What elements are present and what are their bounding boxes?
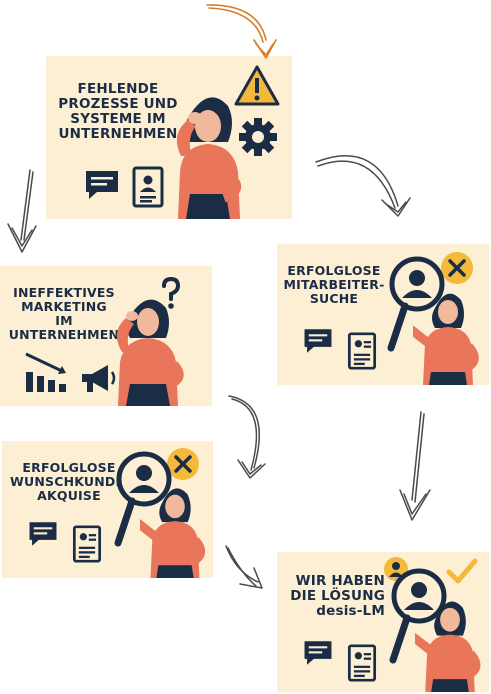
card-5-title-line-2: DIE LÖSUNG <box>290 588 385 605</box>
gear-icon <box>239 118 277 156</box>
arrow-into-card-1 <box>206 4 277 59</box>
card-ineffektives-marketing: INEFFEKTIVES MARKETING IM UNTERNEHMEN <box>0 266 212 406</box>
x-mark-icon <box>441 252 473 284</box>
card-4-title-line-2: WUNSCHKUNDEN- <box>10 474 141 489</box>
card-4-title-line-1: ERFOLGLOSE <box>22 460 116 475</box>
card-3-title: INEFFEKTIVES MARKETING IM UNTERNEHMEN <box>8 286 120 342</box>
confused-woman-illustration <box>176 97 242 219</box>
card-erfolglose-mitarbeitersuche: ERFOLGLOSE MITARBEITER- SUCHE <box>277 244 489 385</box>
profile-document-icon <box>347 644 377 682</box>
magnifier-person-icon <box>389 568 447 664</box>
card-2-title-line-1: ERFOLGLOSE <box>287 263 381 278</box>
arrow-card-2-to-card-5 <box>399 411 431 521</box>
x-mark-icon <box>167 448 199 480</box>
profile-document-icon <box>132 166 164 208</box>
card-1-title-line-4: UNTERNEHMEN <box>58 126 178 143</box>
card-1-title-line-2: PROZESSE UND <box>58 96 178 113</box>
card-5-title: WIR HABEN DIE LÖSUNG desis-LM <box>285 573 385 620</box>
chat-icon <box>86 171 118 199</box>
profile-document-icon <box>347 332 377 370</box>
chat-icon <box>29 522 57 546</box>
woman-illustration <box>140 488 206 578</box>
checkmark-icon <box>446 558 478 584</box>
arrow-card-3-to-card-4 <box>228 395 266 479</box>
card-4-title-line-3: AKQUISE <box>37 488 101 503</box>
chat-icon <box>304 329 332 353</box>
card-erfolglose-wunschkundenakquise: ERFOLGLOSE WUNSCHKUNDEN- AKQUISE <box>2 441 213 578</box>
card-1-title-line-3: SYSTEME IM <box>70 111 166 128</box>
card-3-title-line-2: MARKETING <box>21 299 107 314</box>
declining-chart-icon <box>25 352 66 392</box>
card-2-title-line-2: MITARBEITER- <box>283 277 385 292</box>
profile-document-icon <box>72 525 102 563</box>
card-1-title: FEHLENDE PROZESSE UND SYSTEME IM UNTERNE… <box>58 81 178 143</box>
woman-illustration <box>415 601 481 692</box>
card-2-title: ERFOLGLOSE MITARBEITER- SUCHE <box>281 264 387 306</box>
card-5-title-line-3: desis-LM <box>316 603 385 620</box>
magnifier-person-icon <box>387 256 445 352</box>
card-2-title-line-3: SUCHE <box>309 291 359 306</box>
card-wir-haben-die-loesung: WIR HABEN DIE LÖSUNG desis-LM <box>277 552 489 692</box>
magnifier-person-icon <box>114 451 172 547</box>
arrow-card-1-to-card-3 <box>7 169 37 253</box>
card-3-title-line-1: INEFFEKTIVES <box>13 285 115 300</box>
card-5-title-line-1: WIR HABEN <box>295 573 385 589</box>
warning-icon <box>234 65 280 106</box>
card-3-title-line-3: IM UNTERNEHMEN <box>8 313 120 342</box>
card-fehlende-prozesse: FEHLENDE PROZESSE UND SYSTEME IM UNTERNE… <box>46 56 292 219</box>
chat-icon <box>304 641 332 665</box>
woman-illustration <box>413 293 479 385</box>
question-mark-icon <box>162 276 181 309</box>
megaphone-icon <box>82 365 116 392</box>
card-4-title: ERFOLGLOSE WUNSCHKUNDEN- AKQUISE <box>10 460 141 503</box>
arrow-card-1-to-card-2 <box>315 155 411 217</box>
confused-woman-illustration <box>116 299 184 406</box>
arrow-card-4-to-card-5 <box>225 545 263 589</box>
card-1-title-line-1: FEHLENDE <box>77 81 159 97</box>
